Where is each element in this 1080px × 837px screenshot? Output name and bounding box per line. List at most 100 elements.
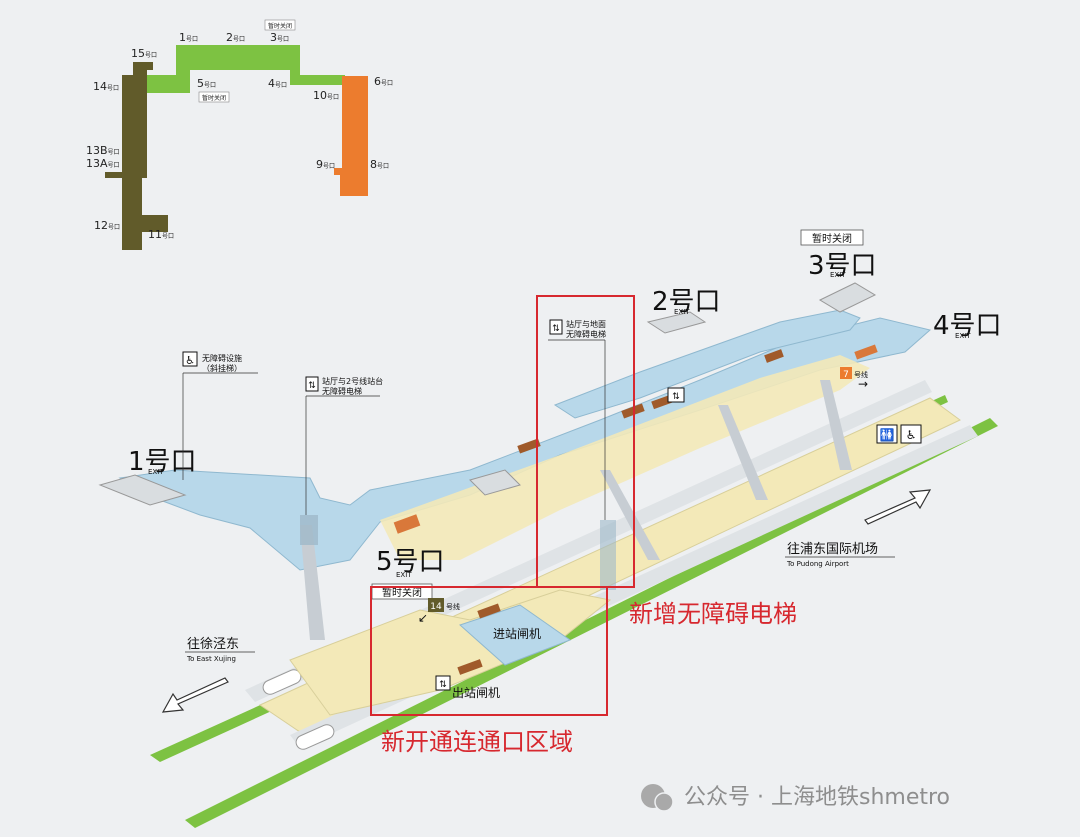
exit-5-closed-text: 暂时关闭 [382, 586, 422, 599]
new-passage-caption: 新开通连通口区域 [381, 728, 573, 756]
ground-lift-callout: 站厅与地面 [566, 319, 606, 329]
elevator-icon [305, 376, 319, 392]
minimap-exit-label: 1号口 [179, 31, 198, 44]
exit-5-label: 5号口 [376, 547, 445, 577]
new-elevator-caption: 新增无障碍电梯 [629, 600, 797, 628]
new-passage-highlight-box [370, 586, 608, 716]
exit-2-sub: EXIT [674, 308, 690, 316]
line7-badge-num: 7 [843, 370, 849, 380]
minimap-exit-label: 10号口 [313, 89, 339, 102]
escalator [469, 469, 521, 496]
pillar [300, 525, 325, 640]
track-green-near [185, 418, 998, 828]
ground-lift-callout-sub: 无障碍电梯 [566, 329, 606, 339]
accessibility-icon-glyph: ♿ [906, 428, 917, 442]
elevator-icon [549, 319, 563, 335]
train-left-near [295, 724, 335, 750]
accessibility-icon-glyph: ♿ [185, 354, 195, 367]
minimap: 1号口 2号口 暂时关闭 3号口 15号口 5号口 暂时关闭 4号口 14号口 … [86, 19, 393, 250]
minimap-closed-tag [264, 19, 296, 31]
ticket-gate [854, 344, 878, 360]
ticket-gate [393, 514, 421, 534]
exit-3-closed-tag [800, 229, 864, 246]
minimap-exit-label: 3号口 [270, 31, 289, 44]
exit-4-sub: EXIT [955, 332, 971, 340]
minimap-closed-text: 暂时关闭 [268, 22, 292, 30]
ramp-callout: 无障碍设施 [202, 353, 242, 363]
hall-lift-callout-sub: 无障碍电梯 [322, 386, 362, 396]
minimap-line2-block [147, 45, 345, 93]
wechat-icon-dot [654, 792, 674, 812]
minimap-line14-block [105, 62, 168, 250]
concourse-floor-west [118, 317, 932, 571]
direction-west-cn: 往徐泾东 [187, 637, 239, 652]
pillar [600, 470, 660, 560]
minimap-exit-label: 9号口 [316, 158, 335, 171]
elevator-icon-glyph: ⇅ [552, 324, 560, 334]
elevator-shaft [600, 520, 616, 590]
pillar [820, 380, 852, 470]
minimap-closed-text: 暂时关闭 [202, 94, 226, 102]
direction-east-cn: 往浦东国际机场 [787, 542, 878, 557]
watermark: 公众号 · 上海地铁shmetro [641, 784, 950, 812]
direction-west-en: To East Xujing [186, 655, 236, 663]
concourse-level [98, 282, 932, 716]
hall-lift-callout: 站厅与2号线站台 [322, 376, 383, 386]
line14-badge-text: 号线 [446, 602, 460, 611]
direction-east-en: To Pudong Airport [786, 560, 849, 568]
minimap-exit-label: 14号口 [93, 80, 119, 93]
concourse-floor-north [553, 309, 861, 419]
watermark-text: 公众号 · 上海地铁shmetro [684, 785, 950, 810]
minimap-exit-label: 13A号口 [86, 157, 120, 170]
exit-3-sub: EXIT [830, 271, 846, 279]
minimap-exit-label: 13B号口 [86, 144, 120, 157]
toilet-icon [876, 424, 898, 444]
escalator [646, 311, 707, 334]
pillar [718, 405, 768, 500]
minimap-exit-label: 2号口 [226, 31, 245, 44]
line-tags: 14 号线 ↙ 7 号线 → [418, 367, 868, 625]
line7-badge-text: 号线 [854, 370, 868, 379]
minimap-exit-label: 6号口 [374, 75, 393, 88]
exit-4-label: 4号口 [933, 311, 1002, 341]
direction-arrow-icon: → [858, 377, 868, 391]
direction-west: 往徐泾东 To East Xujing [161, 637, 255, 713]
gate-area [459, 604, 572, 666]
minimap-exit-label: 11号口 [148, 228, 174, 241]
exit-1-label: 1号口 [128, 447, 197, 477]
ticket-gate [517, 438, 541, 454]
exit-1-sub: EXIT [148, 468, 164, 476]
elevator-icon-glyph: ⇅ [308, 381, 316, 391]
exit-5-sub: EXIT [396, 571, 412, 579]
escalator [98, 474, 187, 506]
ticket-gate [457, 659, 483, 675]
accessibility-icon [182, 351, 198, 367]
minimap-closed-tag [198, 91, 230, 103]
elevator-icon [435, 675, 451, 691]
direction-arrow-icon [864, 489, 932, 525]
accessibility-icon [900, 424, 922, 444]
minimap-exit-label: 8号口 [370, 158, 389, 171]
direction-east: 往浦东国际机场 To Pudong Airport [785, 489, 932, 568]
exit-2-label: 2号口 [652, 287, 721, 317]
ticket-gate [477, 603, 501, 619]
minimap-exit-label: 4号口 [268, 77, 287, 90]
minimap-exit-label: 15号口 [131, 47, 157, 60]
line7-badge [840, 367, 852, 379]
exit-3-label: 3号口 [808, 251, 877, 281]
ticket-gate [764, 349, 784, 363]
elevator-icon-glyph: ⇅ [672, 392, 680, 402]
elevator-icon-glyph: ⇅ [439, 680, 447, 690]
minimap-line7-block [334, 76, 368, 196]
direction-arrow-icon: ↙ [418, 611, 428, 625]
callouts: ♿ 无障碍设施 （斜挂梯） ⇅ 站厅与2号线站台 无障碍电梯 ⇅ 站厅与地面 无… [182, 319, 922, 520]
line14-badge-num: 14 [430, 602, 442, 612]
line14-badge [428, 598, 444, 612]
direction-arrow-icon [161, 677, 229, 713]
escalator [818, 282, 877, 313]
minimap-exit-label: 12号口 [94, 219, 120, 232]
concourse-floor-center [380, 355, 870, 560]
elevator-shaft [300, 515, 318, 545]
